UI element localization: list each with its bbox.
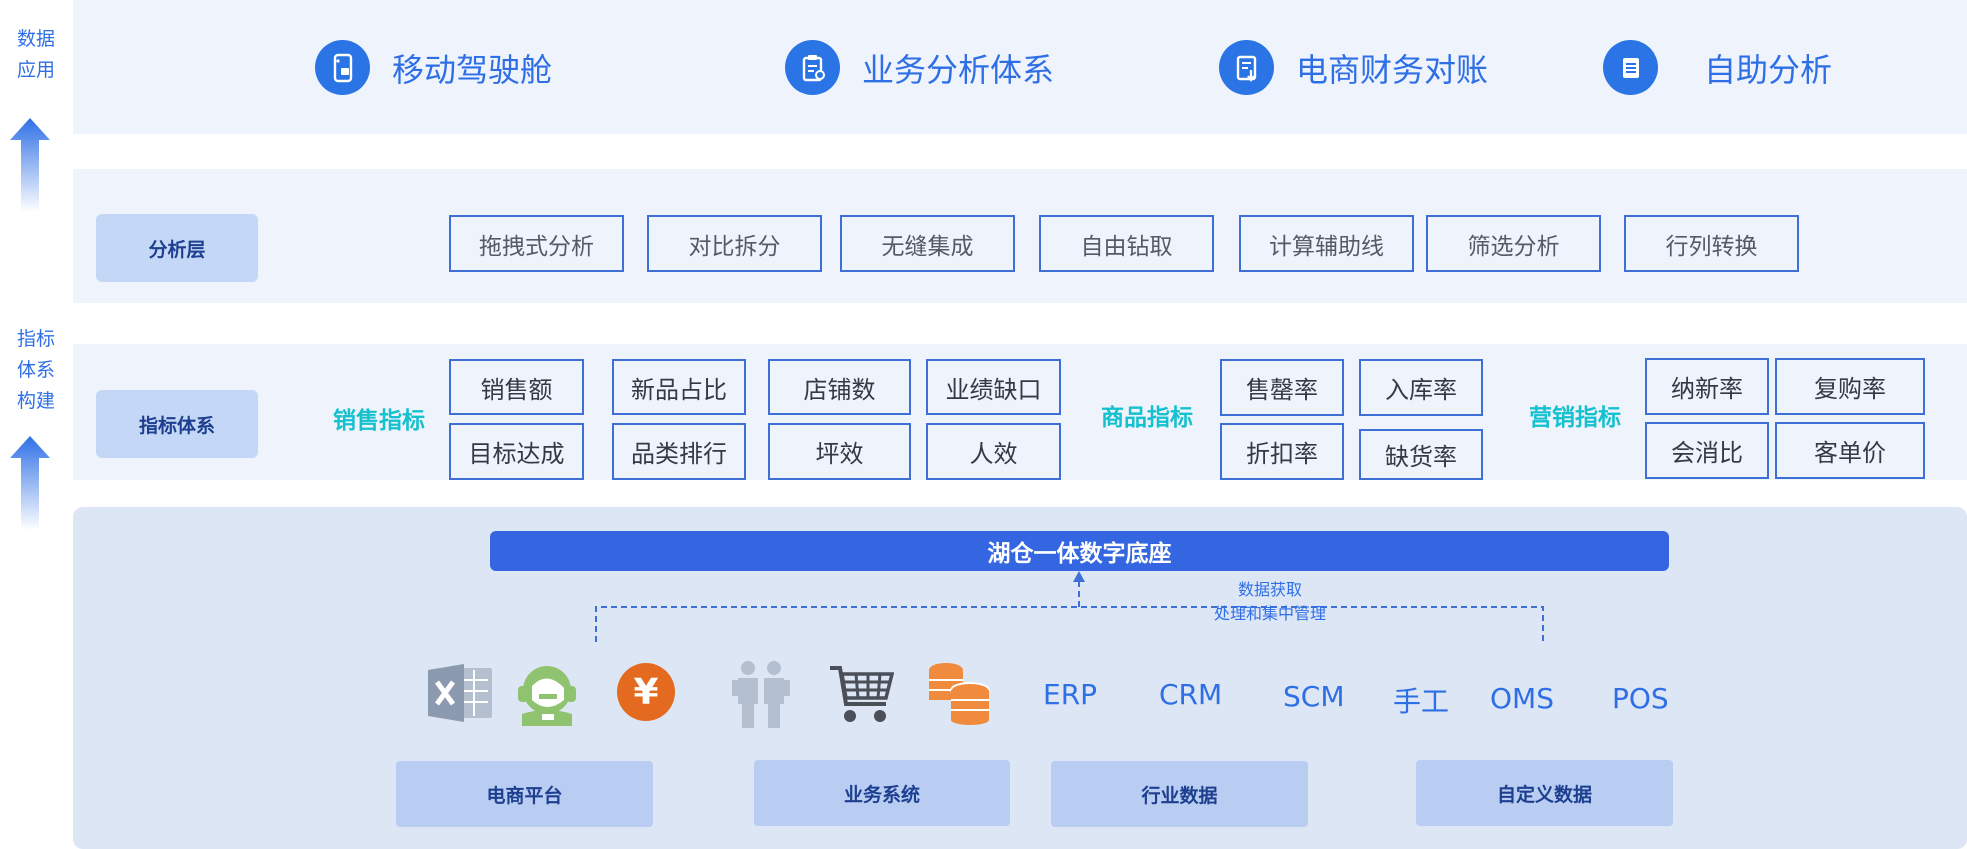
analysis-layer-tag: 分析层 bbox=[96, 214, 258, 282]
yuan-coin-icon: ¥ bbox=[617, 663, 675, 721]
metric-box[interactable]: 新品占比 bbox=[612, 359, 746, 415]
feature-compare-split[interactable]: 对比拆分 bbox=[647, 215, 822, 272]
mobile-cockpit-icon bbox=[315, 40, 370, 95]
up-arrow-icon bbox=[10, 118, 50, 212]
metric-box[interactable]: 入库率 bbox=[1359, 359, 1483, 416]
data-flow-connector bbox=[595, 571, 1544, 642]
foundation-title-bar: 湖仓一体数字底座 bbox=[490, 531, 1669, 571]
metric-box[interactable]: 纳新率 bbox=[1645, 358, 1769, 415]
feature-calc-auxiliary-line[interactable]: 计算辅助线 bbox=[1239, 215, 1414, 272]
feature-seamless-integration[interactable]: 无缝集成 bbox=[840, 215, 1015, 272]
source-scm: SCM bbox=[1283, 680, 1345, 713]
source-manual: 手工 bbox=[1393, 685, 1450, 718]
finance-reconcile-icon bbox=[1219, 40, 1274, 95]
app-ecommerce-finance[interactable]: 电商财务对账 bbox=[1219, 40, 1488, 95]
source-tag-industry-data: 行业数据 bbox=[1051, 761, 1308, 827]
excel-icon bbox=[428, 664, 492, 722]
svg-text:¥: ¥ bbox=[633, 672, 658, 713]
people-icon bbox=[732, 661, 790, 728]
clipboard-analysis-icon bbox=[785, 40, 840, 95]
source-erp: ERP bbox=[1043, 678, 1098, 711]
metric-box[interactable]: 复购率 bbox=[1775, 358, 1925, 415]
metric-box[interactable]: 店铺数 bbox=[768, 359, 911, 415]
feature-drag-analysis[interactable]: 拖拽式分析 bbox=[449, 215, 624, 272]
metric-box[interactable]: 人效 bbox=[926, 423, 1061, 480]
data-flow-note: 数据获取 处理和集中管理 bbox=[1213, 580, 1326, 623]
metric-box[interactable]: 折扣率 bbox=[1220, 423, 1344, 480]
list-analysis-icon bbox=[1603, 40, 1658, 95]
feature-filter-analysis[interactable]: 筛选分析 bbox=[1426, 215, 1601, 272]
source-tag-custom-data: 自定义数据 bbox=[1416, 760, 1673, 826]
metric-box[interactable]: 目标达成 bbox=[449, 423, 584, 480]
side-label-data-app: 数据 应用 bbox=[16, 28, 55, 81]
analysis-band bbox=[73, 169, 1967, 303]
app-business-analysis[interactable]: 业务分析体系 bbox=[785, 40, 1054, 95]
app-label: 移动驾驶舱 bbox=[392, 50, 553, 89]
metric-band bbox=[73, 344, 1967, 480]
app-self-service-analysis[interactable]: 自助分析 bbox=[1603, 40, 1832, 95]
coin-stack-icon bbox=[929, 663, 990, 725]
app-label: 业务分析体系 bbox=[862, 50, 1055, 89]
side-label-metric-system: 指标 体系 构建 bbox=[16, 328, 55, 412]
metric-box[interactable]: 销售额 bbox=[449, 359, 584, 415]
source-tag-ecommerce: 电商平台 bbox=[396, 761, 653, 827]
shopping-cart-icon bbox=[830, 666, 894, 722]
metric-box[interactable]: 品类排行 bbox=[612, 423, 746, 480]
sales-metric-label: 销售指标 bbox=[333, 408, 425, 434]
metric-box[interactable]: 缺货率 bbox=[1359, 429, 1483, 480]
feature-row-column-transform[interactable]: 行列转换 bbox=[1624, 215, 1799, 272]
source-oms: OMS bbox=[1490, 682, 1554, 715]
app-mobile-cockpit[interactable]: 移动驾驶舱 bbox=[315, 40, 552, 95]
app-label: 自助分析 bbox=[1704, 50, 1833, 89]
up-arrow-icon bbox=[10, 436, 50, 530]
metric-layer-tag: 指标体系 bbox=[96, 390, 258, 458]
source-tag-business-system: 业务系统 bbox=[754, 760, 1010, 826]
metric-box[interactable]: 坪效 bbox=[768, 423, 911, 480]
metric-box[interactable]: 客单价 bbox=[1775, 422, 1925, 479]
source-pos: POS bbox=[1612, 682, 1669, 715]
feature-free-drill[interactable]: 自由钻取 bbox=[1039, 215, 1214, 272]
metric-box[interactable]: 业绩缺口 bbox=[926, 359, 1061, 415]
app-label: 电商财务对账 bbox=[1296, 50, 1489, 89]
source-crm: CRM bbox=[1159, 678, 1223, 711]
metric-box[interactable]: 会消比 bbox=[1645, 422, 1769, 479]
customer-service-icon bbox=[518, 666, 576, 726]
metric-box[interactable]: 售罄率 bbox=[1220, 359, 1344, 416]
marketing-metric-label: 营销指标 bbox=[1529, 405, 1621, 431]
product-metric-label: 商品指标 bbox=[1101, 405, 1193, 431]
